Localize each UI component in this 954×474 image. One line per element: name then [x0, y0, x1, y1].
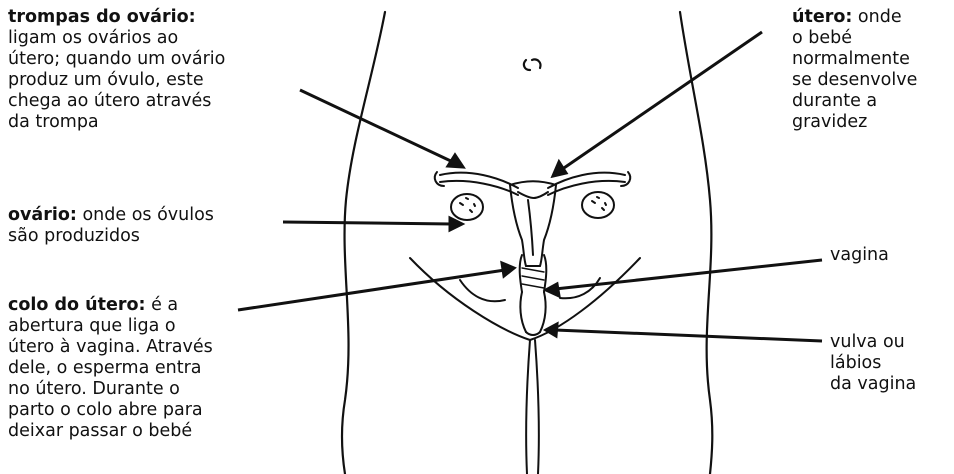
desc-line: vulva ou lábios	[830, 332, 905, 373]
label-uterus: útero: onde o bebé normalmente se desenv…	[792, 7, 917, 133]
label-cervix: colo do útero: é a abertura que liga o ú…	[8, 295, 213, 442]
term-ovary: ovário:	[8, 205, 77, 225]
desc-line: deixar passar o bebé	[8, 421, 192, 441]
desc-line: produz um óvulo, este	[8, 70, 204, 90]
desc-line: útero à vagina. Através	[8, 337, 213, 357]
ovary-right	[582, 192, 614, 218]
desc-line: abertura que liga o	[8, 316, 176, 336]
desc-line: se desenvolve	[792, 70, 917, 90]
label-ovary: ovário: onde os óvulos são produzidos	[8, 205, 214, 247]
term-vagina: vagina	[830, 245, 889, 265]
label-vagina: vagina	[830, 245, 889, 266]
desc-inline: onde os óvulos	[77, 205, 214, 225]
desc-inline: é a	[146, 295, 179, 315]
desc-line: ligam os ovários ao	[8, 28, 178, 48]
label-vulva: vulva ou lábios da vagina	[830, 332, 954, 395]
desc-line: durante a	[792, 91, 877, 111]
desc-inline: onde	[852, 7, 901, 27]
desc-line: gravidez	[792, 112, 867, 132]
legs-outline	[410, 258, 640, 474]
pointer-arrows	[238, 32, 822, 341]
desc-line: da vagina	[830, 374, 916, 394]
term-cervix: colo do útero:	[8, 295, 146, 315]
desc-line: da trompa	[8, 112, 99, 132]
desc-line: normalmente	[792, 49, 910, 69]
desc-line: útero; quando um ovário	[8, 49, 225, 69]
vagina-canal	[520, 292, 545, 332]
desc-line: são produzidos	[8, 226, 140, 246]
desc-line: no útero. Durante o	[8, 379, 180, 399]
reproductive-organs	[435, 172, 630, 335]
desc-line: o bebé	[792, 28, 852, 48]
label-fallopian-tubes: trompas do ovário: ligam os ovários ao ú…	[8, 7, 225, 133]
desc-line: chega ao útero através	[8, 91, 211, 111]
term-uterus: útero:	[792, 7, 852, 27]
desc-line: parto o colo abre para	[8, 400, 203, 420]
term-fallopian-tubes: trompas do ovário:	[8, 7, 196, 27]
desc-line: dele, o esperma entra	[8, 358, 202, 378]
